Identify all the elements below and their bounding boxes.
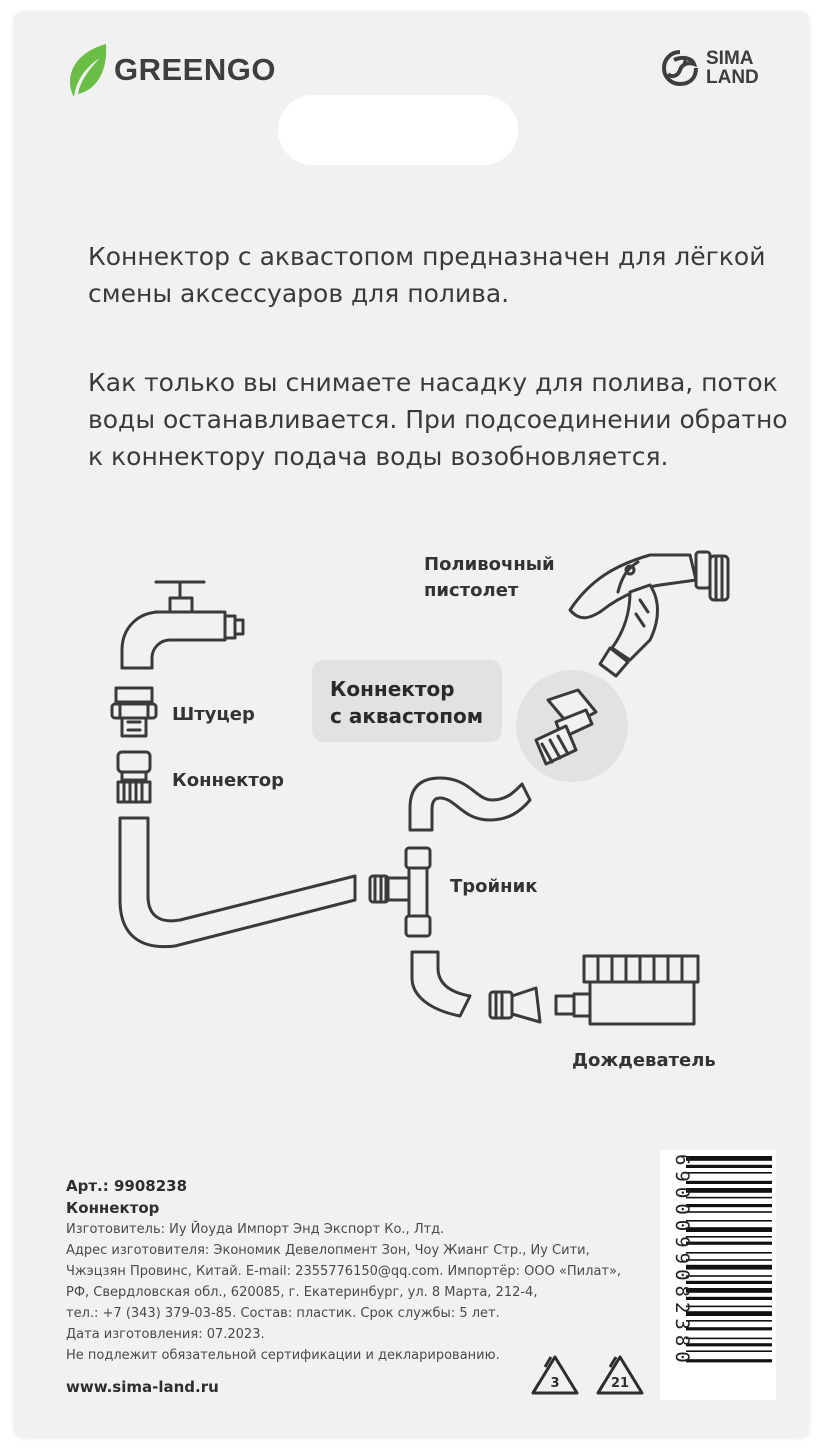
connector-icon: [116, 750, 152, 804]
barcode-bar: [686, 1320, 772, 1322]
callout-line1: Коннектор: [330, 677, 455, 701]
address-line-3: РФ, Свердловская обл., 620085, г. Екатер…: [66, 1285, 538, 1300]
faucet-icon: [120, 580, 245, 670]
label-connector: Коннектор: [172, 770, 285, 791]
description-paragraph-1: Коннектор с аквастопом предназначен для …: [88, 242, 766, 308]
barcode-bar: [686, 1275, 772, 1277]
barcode-bar: [686, 1156, 772, 1161]
label-sprinkler: Дождеватель: [572, 1050, 716, 1071]
barcode-bar: [686, 1311, 772, 1316]
sima-line2: LAND: [706, 67, 759, 88]
label-spray-gun: Поливочный пистолет: [424, 552, 555, 604]
article-number: Арт.: 9908238: [66, 1177, 188, 1195]
hang-hole: [278, 95, 518, 165]
barcode-bar: [686, 1241, 772, 1245]
address-line-4: тел.: +7 (343) 379-03-85. Состав: пласти…: [66, 1306, 500, 1321]
barcode-bar: [686, 1359, 772, 1363]
barcode-bar: [686, 1327, 772, 1331]
callout-label: Коннектор с аквастопом: [330, 676, 500, 730]
barcode-digits: 6900099082380: [671, 1154, 693, 1368]
barcode-bar: [686, 1259, 772, 1261]
product-info: Арт.: 9908238 Коннектор Изготовитель: Иу…: [66, 1175, 626, 1366]
barcode-bar: [686, 1252, 772, 1254]
description-paragraph-2: Как только вы снимаете насадку для полив…: [88, 368, 788, 471]
address-line-2: Чжэцзян Провинс, Китай. E-mail: 23557761…: [66, 1264, 622, 1279]
address-line-1: Адрес изготовителя: Экономик Девелопмент…: [66, 1243, 590, 1258]
barcode-bar: [686, 1264, 772, 1270]
barcode-icon: 6900099082380: [660, 1150, 776, 1400]
barcode-bar: [686, 1337, 772, 1340]
barcode-bar: [686, 1305, 772, 1308]
spray-gun-icon: [568, 550, 730, 678]
label-spray-gun-line2: пистолет: [424, 580, 519, 601]
certification-note: Не подлежит обязательной сертификации и …: [66, 1348, 500, 1363]
leaf-icon: [70, 44, 107, 97]
aquastop-connector-icon: [534, 688, 598, 766]
barcode-bar: [686, 1280, 772, 1284]
label-spray-gun-line1: Поливочный: [424, 554, 555, 575]
recycle-code-3: 3: [550, 1376, 559, 1391]
sima-land-logo-icon: [661, 50, 698, 87]
barcode-bar: [686, 1227, 772, 1232]
label-stutser: Штуцер: [172, 704, 255, 725]
manufacture-date: Дата изготовления: 07.2023.: [66, 1327, 265, 1342]
barcode-bar: [686, 1236, 772, 1238]
website: www.sima-land.ru: [66, 1378, 219, 1396]
hose-left: [118, 816, 357, 949]
manufacturer: Изготовитель: Иу Йоуда Импорт Энд Экспор…: [66, 1222, 445, 1237]
barcode-bar: [686, 1288, 772, 1293]
barcode-bar: [686, 1350, 772, 1352]
callout-line2: с аквастопом: [330, 704, 484, 728]
sima-line1: SIMA: [706, 48, 754, 69]
sprinkler-icon: [572, 954, 700, 1026]
barcode-bar: [686, 1180, 772, 1184]
callout-box: [312, 660, 502, 742]
barcode-bar: [686, 1211, 772, 1213]
barcode-bar: [686, 1204, 772, 1208]
hose-lower: [410, 950, 472, 1018]
recycle-icon-21: 21: [596, 1355, 644, 1395]
barcode-bar: [686, 1188, 772, 1193]
label-tee: Тройник: [450, 876, 538, 897]
barcode-bar: [686, 1172, 772, 1174]
barcode-bar: [686, 1220, 772, 1222]
sima-land-logo: SIMA LAND: [660, 48, 759, 88]
barcode-bar: [686, 1343, 772, 1347]
tee-icon: [368, 846, 432, 938]
sprinkler-connector-icon: [488, 986, 576, 1024]
greengo-logo: GREENGO: [66, 40, 276, 100]
barcode-bar: [686, 1164, 772, 1168]
hose-upper: [408, 776, 532, 832]
product-name: Коннектор: [66, 1199, 160, 1217]
recycle-icon-3: 3: [531, 1355, 579, 1395]
fitting-icon: [110, 686, 158, 738]
recycle-code-21: 21: [611, 1376, 629, 1391]
barcode-bar: [686, 1296, 772, 1300]
barcode-bar: [686, 1196, 772, 1199]
brand-name: GREENGO: [114, 52, 276, 87]
